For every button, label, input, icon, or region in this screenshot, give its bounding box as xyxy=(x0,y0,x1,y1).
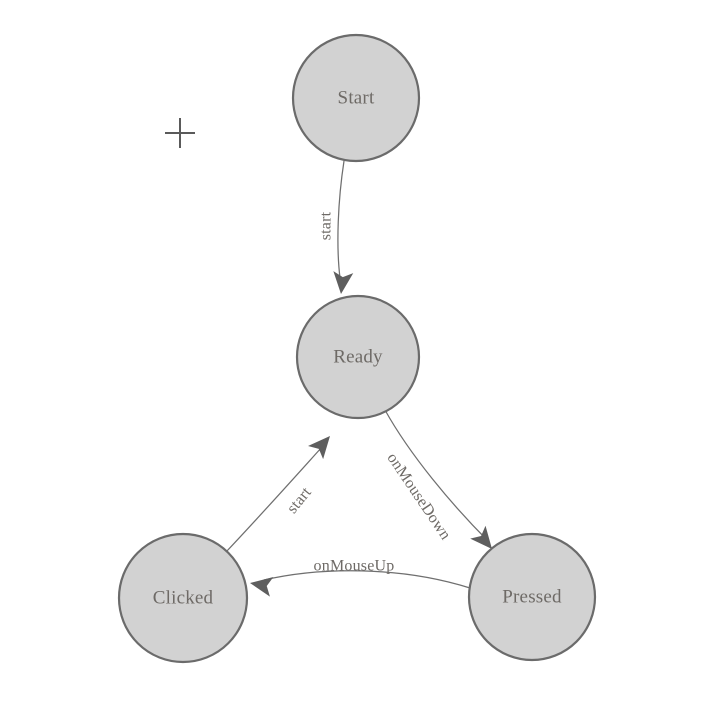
node-label: Ready xyxy=(333,346,383,367)
node-clicked[interactable]: Clicked xyxy=(117,532,249,664)
edge-line xyxy=(263,570,471,589)
arrow-head-icon xyxy=(250,576,274,597)
edge-start-to-ready[interactable]: start xyxy=(318,160,354,295)
edge-label: start xyxy=(284,484,315,517)
edge-clicked-to-ready[interactable]: start xyxy=(225,429,338,553)
edge-label: onMouseUp xyxy=(314,558,395,575)
node-ready[interactable]: Ready xyxy=(295,294,421,420)
node-start[interactable]: Start xyxy=(291,33,421,163)
node-label: Pressed xyxy=(502,586,562,607)
node-label: Start xyxy=(338,87,375,108)
crosshair-marker xyxy=(165,118,195,148)
edge-label: start xyxy=(318,211,335,240)
node-circle[interactable] xyxy=(467,532,597,662)
arrow-head-icon xyxy=(308,436,330,460)
node-label: Clicked xyxy=(153,587,214,608)
edge-line xyxy=(225,446,323,553)
edge-label: onMouseDown xyxy=(383,450,454,543)
edge-ready-to-pressed[interactable]: onMouseDown xyxy=(383,409,499,555)
node-circle[interactable] xyxy=(291,33,421,163)
arrow-head-icon xyxy=(470,525,492,549)
arrow-head-icon xyxy=(333,271,354,294)
edge-line xyxy=(337,160,345,279)
node-circle[interactable] xyxy=(117,532,249,664)
node-circle[interactable] xyxy=(295,294,421,420)
edge-pressed-to-clicked[interactable]: onMouseUp xyxy=(248,558,471,597)
edge-line xyxy=(384,409,490,543)
node-pressed[interactable]: Pressed xyxy=(467,532,597,662)
markers-layer xyxy=(165,118,195,148)
